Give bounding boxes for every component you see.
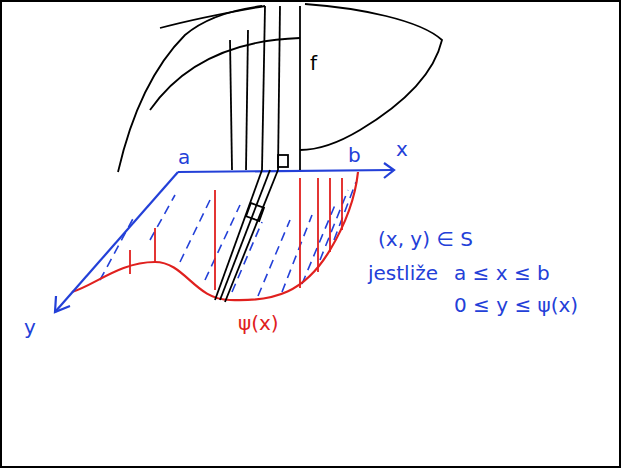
psi-curve	[72, 172, 358, 300]
axis-name: y	[22, 316, 38, 338]
function-label: f	[308, 52, 319, 74]
condition-word: jestliže	[366, 262, 440, 284]
condition-inequality: a ≤ x ≤ b	[452, 262, 552, 284]
axis-bound-label: a	[176, 146, 192, 168]
set-membership: (x, y) ∈ S	[376, 228, 475, 250]
axes	[55, 163, 394, 312]
curve-label: ψ(x)	[236, 312, 281, 334]
surface	[118, 4, 442, 302]
condition-inequality: 0 ≤ y ≤ ψ(x)	[452, 294, 580, 316]
axis-bound-label: b	[346, 144, 363, 166]
axis-name: x	[394, 138, 410, 160]
